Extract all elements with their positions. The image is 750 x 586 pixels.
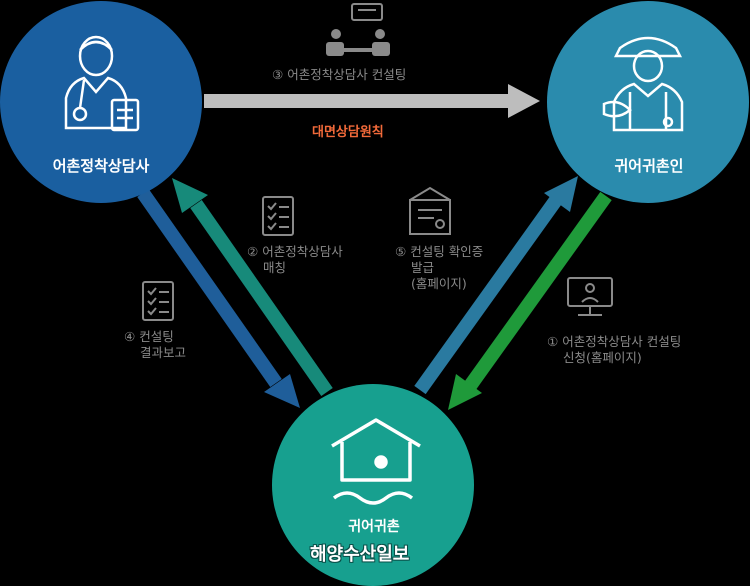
step-4-line2: 결과보고	[140, 345, 187, 360]
arrow-application	[448, 191, 612, 410]
arrow-consulting	[204, 84, 540, 118]
node-returnee	[547, 1, 749, 203]
certificate-icon	[409, 186, 451, 235]
step-4-number: ④	[124, 329, 136, 344]
arrow-certificate	[414, 176, 578, 395]
node-counselor	[0, 1, 202, 203]
step-2-number: ②	[247, 244, 259, 259]
doctor-person-icon	[64, 35, 140, 132]
step-5-line3: (홈페이지)	[411, 276, 467, 291]
step-1-number: ①	[547, 334, 559, 349]
returnee-label: 귀어귀촌인	[614, 157, 684, 175]
step-1-line2: 신청(홈페이지)	[563, 350, 642, 365]
center-label: 귀어귀촌	[348, 519, 400, 535]
step-4-line1: 컨설팅	[139, 329, 174, 344]
step-3-number: ③	[272, 67, 284, 82]
meeting-icon	[326, 3, 390, 56]
house-waves-icon	[331, 418, 421, 505]
watermark: 해양수산일보	[310, 544, 410, 565]
arrow-report	[137, 188, 300, 408]
step-1-line1: 어촌정착상담사 컨설팅	[562, 334, 682, 349]
checklist-icon	[142, 281, 174, 321]
node-center	[272, 384, 474, 586]
principle-label: 대면상담원칙	[312, 125, 384, 140]
step-5-line2: 발급	[411, 260, 435, 275]
step-3-text: 어촌정착상담사 컨설팅	[287, 67, 407, 82]
checklist-icon	[262, 196, 294, 236]
step-2-line1: 어촌정착상담사	[262, 244, 343, 259]
fisher-person-icon	[602, 36, 684, 132]
arrow-matching	[172, 178, 333, 397]
computer-monitor-icon	[567, 277, 613, 316]
step-2-line2: 매칭	[263, 260, 287, 275]
counselor-label: 어촌정착상담사	[52, 157, 150, 175]
step-5-line1: 컨설팅 확인증	[410, 244, 484, 259]
step-5-number: ⑤	[395, 244, 407, 259]
